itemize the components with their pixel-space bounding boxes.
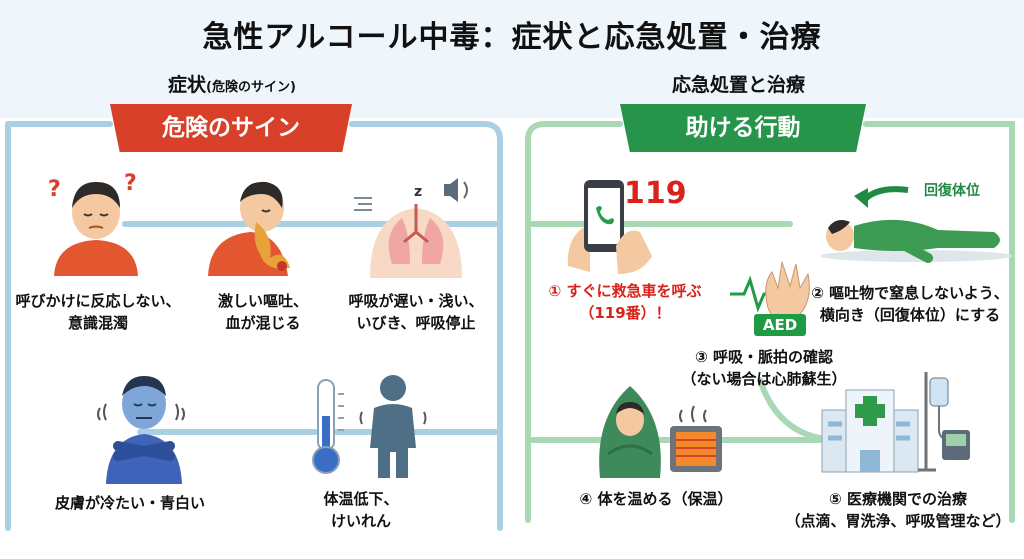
step-keep-warm: ④ 体を温める（保温） — [566, 488, 746, 510]
phone-call-icon — [567, 180, 652, 274]
step-medical-treatment-line2: （点滴、胃洗浄、呼吸管理など） — [785, 512, 1011, 530]
page-title: 急性アルコール中毒：症状と応急処置・治療 — [202, 20, 822, 55]
left-top-line — [5, 121, 503, 531]
recovery-position-icon — [820, 186, 1012, 263]
treatment-subhead: 応急処置と治療 — [672, 74, 806, 96]
blanket-person-icon — [599, 386, 661, 478]
heater-icon — [670, 405, 722, 472]
symptom-breathing-line2: いびき、呼吸停止 — [356, 314, 476, 332]
symptom-breathing: 呼吸が遅い・浅い、 いびき、呼吸停止 — [338, 290, 494, 334]
recovery-position-label: 回復体位 — [924, 183, 980, 199]
step-call-ambulance: ① すぐに救急車を呼ぶ （119番）！ — [530, 280, 720, 324]
symptom-unresponsive-line1: 呼びかけに反応しない、 — [15, 292, 181, 310]
symptom-cold-skin-line1: 皮膚が冷たい・青白い — [54, 494, 205, 512]
right-left-line — [525, 121, 623, 523]
vomiting-person-icon — [208, 181, 290, 276]
symptom-breathing-line1: 呼吸が遅い・浅い、 — [348, 292, 484, 310]
symptom-vomiting-line2: 血が混じる — [225, 314, 301, 332]
step-medical-treatment: ⑤ 医療機関での治療 （点滴、胃洗浄、呼吸管理など） — [780, 488, 1016, 532]
symptom-unresponsive: 呼びかけに反応しない、 意識混濁 — [0, 290, 196, 334]
svg-text:?: ? — [48, 177, 61, 202]
symptoms-subhead-label: 症状 — [168, 74, 207, 96]
danger-banner: 危険のサイン — [110, 104, 352, 152]
action-banner: 助ける行動 — [620, 104, 866, 152]
aed-badge: AED — [754, 314, 806, 336]
shivering-person-icon — [97, 376, 185, 484]
thermometer-icon — [312, 379, 344, 474]
cold-person-icon — [359, 375, 427, 478]
step-check-breathing-line2: （ない場合は心肺蘇生） — [681, 370, 847, 388]
svg-text:z: z — [414, 184, 422, 200]
hospital-icon — [821, 389, 919, 473]
symptom-vomiting-line1: 激しい嘔吐、 — [217, 292, 308, 310]
step-recovery-position-line2: 横向き（回復体位）にする — [819, 306, 1001, 324]
step-call-ambulance-line2: （119番）！ — [579, 304, 671, 322]
step-check-breathing: ③ 呼吸・脈拍の確認 （ない場合は心肺蘇生） — [664, 346, 864, 390]
iv-drip-icon — [918, 372, 970, 472]
header-band — [0, 0, 1024, 118]
step-medical-treatment-line1: ⑤ 医療機関での治療 — [829, 490, 967, 508]
symptom-cold-skin: 皮膚が冷たい・青白い — [40, 492, 220, 514]
symptoms-subhead: 症状(危険のサイン) — [168, 70, 296, 97]
confused-person-icon: ? ? — [48, 171, 138, 276]
step-recovery-position: ② 嘔吐物で窒息しないよう、 横向き（回復体位）にする — [800, 282, 1020, 326]
symptom-unresponsive-line2: 意識混濁 — [67, 314, 128, 332]
symptom-hypothermia-line1: 体温低下、 — [323, 490, 399, 508]
symptom-hypothermia: 体温低下、 けいれん — [306, 488, 416, 532]
svg-text:?: ? — [124, 171, 137, 196]
symptoms-subhead-note: (危険のサイン) — [206, 80, 296, 95]
emergency-number: 119 — [624, 176, 687, 211]
symptom-vomiting: 激しい嘔吐、 血が混じる — [196, 290, 330, 334]
step-call-ambulance-line1: ① すぐに救急車を呼ぶ — [548, 282, 702, 300]
symptom-hypothermia-line2: けいれん — [330, 512, 391, 530]
step-keep-warm-line1: ④ 体を温める（保温） — [579, 490, 733, 508]
right-top-line — [863, 121, 1015, 523]
step-check-breathing-line1: ③ 呼吸・脈拍の確認 — [695, 348, 833, 366]
lungs-icon: z — [354, 178, 468, 278]
step-recovery-position-line1: ② 嘔吐物で窒息しないよう、 — [811, 284, 1009, 302]
